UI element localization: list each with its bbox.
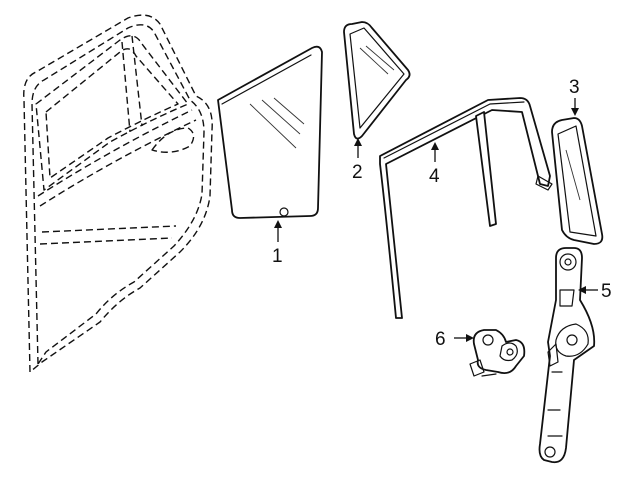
quarter-glass-right (551, 117, 604, 245)
callout-1: 1 (272, 246, 283, 267)
callout-3: 3 (569, 77, 580, 98)
callout-4: 4 (429, 166, 440, 187)
arrowhead-2 (354, 138, 362, 146)
window-channel-seal (379, 97, 553, 319)
callout-5: 5 (601, 281, 612, 302)
arrowhead-3 (571, 108, 579, 116)
window-regulator (538, 247, 596, 464)
arrowhead-5 (578, 286, 586, 294)
door-glass (217, 45, 323, 219)
callout-6: 6 (435, 329, 446, 350)
arrowhead-4 (431, 142, 439, 150)
door-shell (23, 14, 213, 373)
callout-labels: 1 2 3 4 5 6 (272, 77, 612, 350)
arrowhead-1 (274, 220, 282, 228)
quarter-glass-upper (343, 21, 411, 140)
window-motor (469, 329, 526, 377)
callout-2: 2 (352, 162, 363, 183)
arrowhead-6 (466, 334, 474, 342)
leader-arrows (274, 98, 598, 342)
